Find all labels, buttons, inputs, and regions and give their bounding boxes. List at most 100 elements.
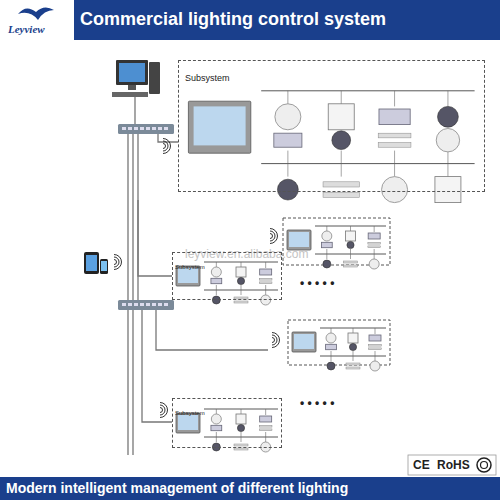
- logo-text: Leyview: [8, 23, 45, 35]
- switch-port: [122, 303, 126, 306]
- tube-light: [259, 425, 272, 427]
- tube-light: [378, 143, 411, 148]
- downlight: [382, 177, 408, 203]
- tube-light: [323, 182, 359, 187]
- wifi-symbol: [272, 335, 277, 345]
- downlight: [369, 259, 379, 269]
- wifi-symbol: [272, 338, 275, 343]
- panel-light: [435, 177, 461, 203]
- wifi-symbol: [114, 255, 122, 270]
- network-wire: [138, 200, 172, 276]
- driver-module: [379, 109, 410, 125]
- header-bar: [0, 0, 500, 40]
- network-wire: [142, 310, 172, 422]
- tube-light: [234, 301, 248, 303]
- wifi-symbol: [163, 141, 168, 151]
- switch-port: [164, 303, 168, 306]
- ce-mark: CE: [413, 458, 430, 472]
- driver-module: [368, 233, 380, 239]
- wifi-symbol: [160, 408, 163, 413]
- tube-light: [259, 282, 272, 284]
- spot-light: [237, 424, 244, 431]
- panel-light: [328, 104, 354, 130]
- phone: [100, 259, 108, 274]
- tube-light: [368, 246, 381, 248]
- spot-light: [438, 106, 459, 127]
- tube-light: [346, 367, 360, 369]
- tube-light: [259, 278, 272, 280]
- wifi-symbol: [160, 403, 168, 418]
- driver-module: [369, 335, 381, 341]
- tube-light: [378, 133, 411, 138]
- wifi-symbol: [270, 231, 275, 241]
- cert-box: [408, 455, 496, 475]
- wifi-symbol: [114, 260, 117, 265]
- spot-light: [323, 260, 331, 268]
- pc-tower: [149, 62, 160, 94]
- network-wire: [132, 134, 133, 455]
- panel-light: [236, 414, 246, 424]
- footer-bar: [0, 477, 500, 500]
- downlight: [322, 231, 332, 241]
- logo-ground: [0, 0, 74, 40]
- ccc-mark: [477, 458, 491, 472]
- wifi-symbol: [163, 144, 166, 149]
- tube-light: [369, 344, 382, 346]
- downlight: [261, 442, 271, 452]
- wifi-symbol: [163, 139, 171, 154]
- switch-port: [128, 303, 132, 306]
- touch-panel: [292, 332, 316, 352]
- touch-panel: [176, 413, 200, 433]
- network-wire: [156, 310, 268, 350]
- touch-screen: [294, 334, 314, 349]
- subsystem-label: Subsystem: [175, 264, 205, 270]
- wifi-symbol: [272, 333, 280, 348]
- logo-birds: [18, 7, 54, 20]
- switch-port: [152, 303, 156, 306]
- downlight: [211, 267, 221, 277]
- panel-light: [346, 231, 356, 241]
- touch-screen: [194, 106, 246, 145]
- downlight: [211, 414, 221, 424]
- touch-screen: [289, 232, 309, 247]
- tube-light: [234, 444, 248, 446]
- downlight: [261, 295, 271, 305]
- tube-light: [323, 192, 359, 197]
- spot-light: [349, 343, 356, 350]
- wifi-symbol: [114, 257, 119, 267]
- driver-module: [260, 416, 272, 422]
- switch-port: [164, 127, 168, 130]
- tube-light: [346, 363, 360, 365]
- phone-screen: [101, 261, 107, 271]
- wifi-symbol: [160, 405, 165, 415]
- spot-light: [212, 296, 220, 304]
- tube-light: [344, 261, 358, 263]
- switch-port: [134, 127, 138, 130]
- tube-light: [234, 297, 248, 299]
- tablet-screen: [86, 255, 97, 271]
- switch-port: [152, 127, 156, 130]
- spot-light: [332, 131, 351, 150]
- panel-light: [236, 267, 246, 277]
- touch-panel: [188, 101, 250, 153]
- switch-port: [134, 303, 138, 306]
- network-switch: [118, 124, 174, 134]
- ccc-mark: [481, 462, 488, 469]
- driver-module: [274, 133, 302, 147]
- subsystem-label: Subsystem: [175, 410, 205, 416]
- downlight: [326, 333, 336, 343]
- driver-module: [260, 269, 272, 275]
- keyboard: [112, 92, 148, 97]
- driver-module: [211, 425, 222, 430]
- network-wire: [127, 134, 128, 455]
- driver-module: [326, 344, 337, 349]
- spot-light: [237, 277, 244, 284]
- title: Commercial lighting control system: [80, 9, 386, 30]
- wifi-symbol: [270, 234, 273, 239]
- watermark: leyview.en.alibaba.com: [185, 247, 308, 261]
- switch-port: [146, 127, 150, 130]
- spot-light: [347, 241, 354, 248]
- ellipsis: • • • • •: [300, 276, 334, 290]
- switch-port: [146, 303, 150, 306]
- subsystem-frame: [288, 320, 390, 365]
